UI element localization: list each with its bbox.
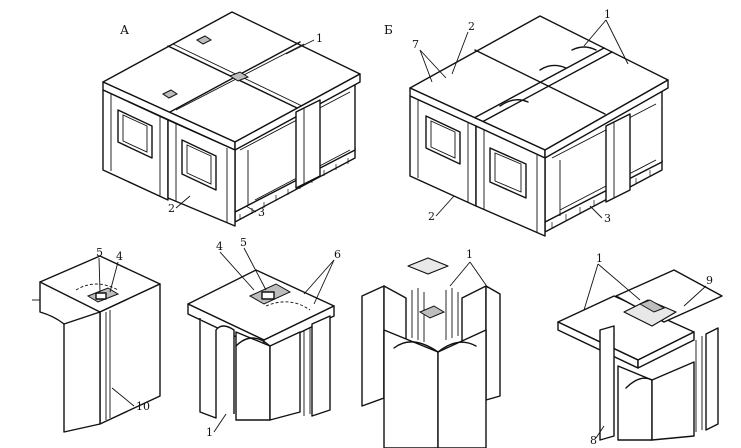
- callout-d2-6: 6: [334, 248, 341, 261]
- callout-a-2: 2: [168, 202, 175, 215]
- callout-d3-1: 1: [466, 248, 473, 261]
- callout-d1-4: 4: [116, 250, 123, 263]
- callout-d2-5: 5: [240, 236, 247, 249]
- callout-b-2-wall: 2: [428, 210, 435, 223]
- callout-b-1: 1: [604, 8, 611, 21]
- callout-d2-1: 1: [206, 426, 213, 439]
- callout-a-3: 3: [258, 206, 265, 219]
- detail-3-cross-joint: [361, 257, 501, 448]
- callout-a-1: 1: [316, 32, 323, 45]
- callout-d4-8: 8: [590, 434, 597, 447]
- panel-label-a: А: [120, 23, 129, 37]
- callout-d4-1: 1: [596, 252, 603, 265]
- panel-label-b: Б: [384, 23, 393, 37]
- panel-b-assembly: [409, 15, 669, 237]
- callout-b-7: 7: [412, 38, 419, 51]
- detail-2-mid-joint: [187, 269, 335, 421]
- callout-d1-5: 5: [96, 246, 103, 259]
- callout-b-3: 3: [604, 212, 611, 225]
- callout-d4-9: 9: [706, 274, 713, 287]
- panel-a-assembly: [102, 11, 361, 227]
- callout-d2-4: 4: [216, 240, 223, 253]
- callout-d1-10: 10: [136, 400, 150, 413]
- detail-4-slab-joint: [557, 269, 723, 441]
- callout-b-2-beam: 2: [468, 20, 475, 33]
